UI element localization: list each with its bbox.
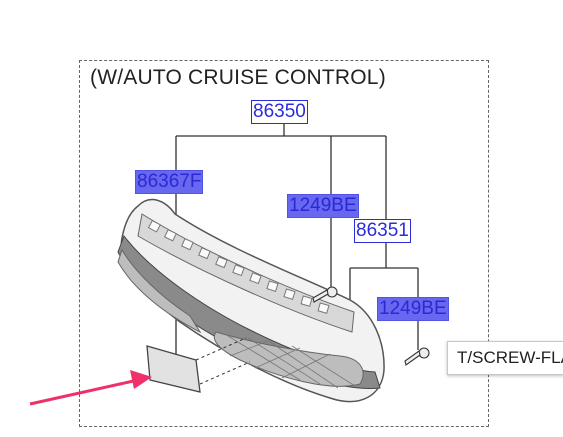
part-tooltip: T/SCREW-FLANGE [447, 341, 563, 375]
part-label-1249be-lower[interactable]: 1249BE [377, 297, 449, 321]
screw-lower-illustration [404, 347, 430, 366]
bracket-plate-illustration [146, 337, 251, 393]
part-label-86351[interactable]: 86351 [354, 219, 411, 243]
screw-upper-illustration [312, 286, 338, 303]
part-label-86350[interactable]: 86350 [251, 100, 308, 124]
diagram-title: (W/AUTO CRUISE CONTROL) [90, 66, 386, 89]
part-label-1249be-upper[interactable]: 1249BE [287, 194, 359, 218]
grille-illustration [117, 198, 385, 403]
part-label-86367f[interactable]: 86367F [135, 170, 204, 194]
annotation-arrow [29, 370, 152, 406]
diagram-frame [79, 60, 489, 427]
